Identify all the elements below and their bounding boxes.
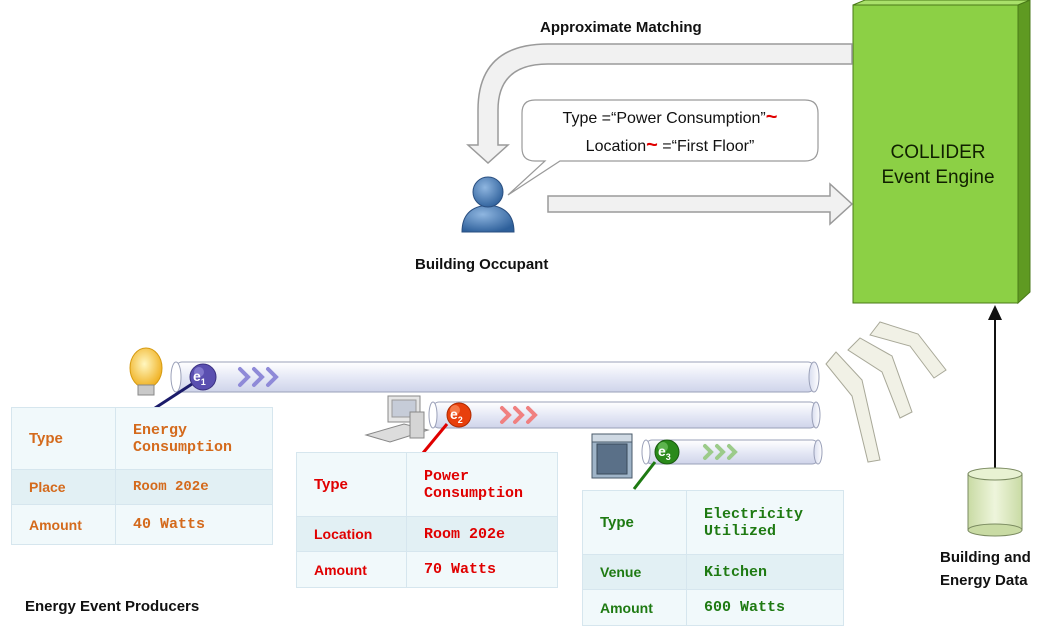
chevrons-2 <box>500 406 538 424</box>
approximate-matching-arrow <box>466 43 853 165</box>
table-row: Type Energy Consumption <box>11 407 273 470</box>
field-key: Amount <box>296 551 407 588</box>
query-arrow <box>547 182 854 226</box>
field-key: Amount <box>582 589 687 626</box>
event-badge-e1 <box>189 363 217 391</box>
dishwasher-icon <box>591 433 633 479</box>
chevrons-3 <box>703 444 738 460</box>
field-key: Venue <box>582 554 687 590</box>
field-key: Amount <box>11 504 116 545</box>
badge-connector-2 <box>421 423 449 454</box>
collider-engine-box <box>852 0 1031 305</box>
field-value: Power Consumption <box>406 452 558 517</box>
computer-icon <box>364 395 430 443</box>
query-line-location: Location~ =“First Floor” <box>585 134 755 156</box>
field-key: Place <box>11 469 116 505</box>
event-table-e3: Type Electricity Utilized Venue Kitchen … <box>582 490 844 626</box>
event-table-e2: Type Power Consumption Location Room 202… <box>296 452 558 588</box>
field-value: Kitchen <box>686 554 844 590</box>
table-row: Amount 600 Watts <box>582 589 844 626</box>
field-value: 600 Watts <box>686 589 844 626</box>
data-feed-arrow <box>988 305 1002 470</box>
building-occupant-label: Building Occupant <box>415 256 549 273</box>
query-line-type: Type =“Power Consumption”~ <box>562 106 778 128</box>
energy-event-producers-label: Energy Event Producers <box>25 598 200 615</box>
field-key: Type <box>11 407 116 470</box>
field-value: Room 202e <box>115 469 273 505</box>
event-badge-e3 <box>654 439 680 465</box>
event-badge-e2-label: e2 <box>450 406 463 425</box>
event-badge-e1-label: e1 <box>193 368 206 387</box>
table-row: Place Room 202e <box>11 469 273 505</box>
chevrons-1 <box>238 367 279 387</box>
building-energy-data-label: Building and Energy Data <box>940 549 1031 589</box>
field-value: 40 Watts <box>115 504 273 545</box>
field-value: Electricity Utilized <box>686 490 844 555</box>
person-icon <box>461 176 515 233</box>
database-icon <box>967 467 1023 537</box>
field-value: Room 202e <box>406 516 558 552</box>
field-key: Type <box>296 452 407 517</box>
event-stream-pipe-1 <box>170 361 820 393</box>
approximate-matching-label: Approximate Matching <box>540 19 702 36</box>
light-bulb-icon <box>129 347 163 396</box>
query-bubble <box>507 99 819 196</box>
event-stream-pipe-2 <box>428 401 821 429</box>
signal-waves <box>825 321 947 463</box>
collider-engine-label: COLLIDER Event Engine <box>881 142 995 188</box>
badge-connector-1 <box>151 382 193 412</box>
field-value: 70 Watts <box>406 551 558 588</box>
table-row: Venue Kitchen <box>582 554 844 590</box>
badge-connector-3 <box>632 461 657 490</box>
field-key: Type <box>582 490 687 555</box>
table-row: Location Room 202e <box>296 516 558 552</box>
table-row: Type Electricity Utilized <box>582 490 844 555</box>
table-row: Amount 40 Watts <box>11 504 273 545</box>
table-row: Amount 70 Watts <box>296 551 558 588</box>
event-badge-e2 <box>446 402 472 428</box>
table-row: Type Power Consumption <box>296 452 558 517</box>
field-value: Energy Consumption <box>115 407 273 470</box>
event-stream-pipe-3 <box>641 439 823 465</box>
event-table-e1: Type Energy Consumption Place Room 202e … <box>11 407 273 545</box>
field-key: Location <box>296 516 407 552</box>
event-badge-e3-label: e3 <box>658 443 671 462</box>
